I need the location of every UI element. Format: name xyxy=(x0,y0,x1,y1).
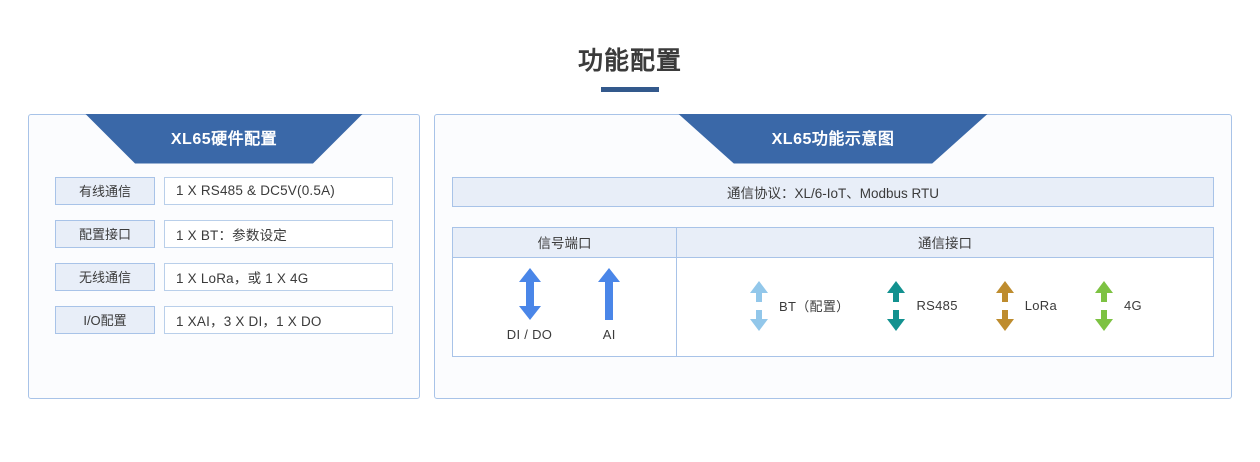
comm-interface-label-4g: 4G xyxy=(1124,298,1142,313)
spec-row: 有线通信 1 X RS485 & DC5V(0.5A) xyxy=(55,176,393,205)
split-arrow-vertical-icon xyxy=(1093,280,1115,331)
io-table-header: 信号端口 通信接口 xyxy=(453,227,1213,258)
function-diagram-banner: XL65功能示意图 xyxy=(678,113,988,164)
function-diagram-banner-label: XL65功能示意图 xyxy=(771,130,895,148)
comm-interface-cell: BT（配置） RS485 xyxy=(677,258,1213,356)
spec-value-config-port: 1 X BT：参数设定 xyxy=(164,219,393,248)
io-table-body: DI / DO AI xyxy=(453,257,1213,356)
function-diagram-panel: XL65功能示意图 通信协议：XL/6-IoT、Modbus RTU 信号端口 … xyxy=(434,113,1232,399)
spec-row: I/O配置 1 XAI，3 X DI，1 X DO xyxy=(55,305,393,334)
page-header: 功能配置 xyxy=(0,0,1260,92)
page-title: 功能配置 xyxy=(577,47,682,75)
function-diagram-body: 通信协议：XL/6-IoT、Modbus RTU 信号端口 通信接口 xyxy=(435,115,1231,357)
signal-port-label-ai: AI xyxy=(602,326,616,342)
io-table: 信号端口 通信接口 DI / DO xyxy=(452,226,1214,357)
split-arrow-vertical-icon xyxy=(748,280,770,331)
title-underline xyxy=(601,86,659,92)
column-header-comm-interface: 通信接口 xyxy=(918,236,972,251)
signal-port-cell: DI / DO AI xyxy=(453,257,677,356)
column-header-signal-port: 信号端口 xyxy=(453,227,677,257)
comm-interface-label-rs485: RS485 xyxy=(916,298,958,313)
hardware-spec-list: 有线通信 1 X RS485 & DC5V(0.5A) 配置接口 1 X BT：… xyxy=(29,115,419,334)
signal-port-label-di-do: DI / DO xyxy=(506,326,553,342)
double-arrow-vertical-icon xyxy=(517,267,543,320)
spec-value-io-config: 1 XAI，3 X DI，1 X DO xyxy=(164,305,393,334)
hardware-config-banner-label: XL65硬件配置 xyxy=(170,130,278,148)
spec-value-wireless-comm: 1 X LoRa，或 1 X 4G xyxy=(164,262,393,291)
comm-interface-item-lora: LoRa xyxy=(994,280,1057,331)
comm-interface-item-bt: BT（配置） xyxy=(748,280,850,331)
comm-interface-item-4g: 4G xyxy=(1093,280,1142,331)
spec-label-config-port: 配置接口 xyxy=(55,219,155,248)
protocol-bar: 通信协议：XL/6-IoT、Modbus RTU xyxy=(452,176,1214,207)
panels-container: XL65硬件配置 有线通信 1 X RS485 & DC5V(0.5A) 配置接… xyxy=(0,92,1260,399)
spec-value-wired-comm: 1 X RS485 & DC5V(0.5A) xyxy=(164,176,393,205)
arrow-up-icon xyxy=(596,267,622,320)
comm-interface-item-rs485: RS485 xyxy=(885,280,958,331)
signal-port-item-ai: AI xyxy=(596,267,622,342)
spec-row: 无线通信 1 X LoRa，或 1 X 4G xyxy=(55,262,393,291)
comm-interface-label-bt: BT（配置） xyxy=(779,299,850,314)
spec-label-wired-comm: 有线通信 xyxy=(55,176,155,205)
hardware-config-panel: XL65硬件配置 有线通信 1 X RS485 & DC5V(0.5A) 配置接… xyxy=(28,113,420,399)
spec-row: 配置接口 1 X BT：参数设定 xyxy=(55,219,393,248)
spec-label-wireless-comm: 无线通信 xyxy=(55,262,155,291)
signal-port-item-di-do: DI / DO xyxy=(506,267,553,342)
split-arrow-vertical-icon xyxy=(994,280,1016,331)
hardware-config-banner: XL65硬件配置 xyxy=(85,113,363,164)
split-arrow-vertical-icon xyxy=(885,280,907,331)
comm-interface-label-lora: LoRa xyxy=(1024,298,1057,313)
spec-label-io-config: I/O配置 xyxy=(55,305,155,334)
